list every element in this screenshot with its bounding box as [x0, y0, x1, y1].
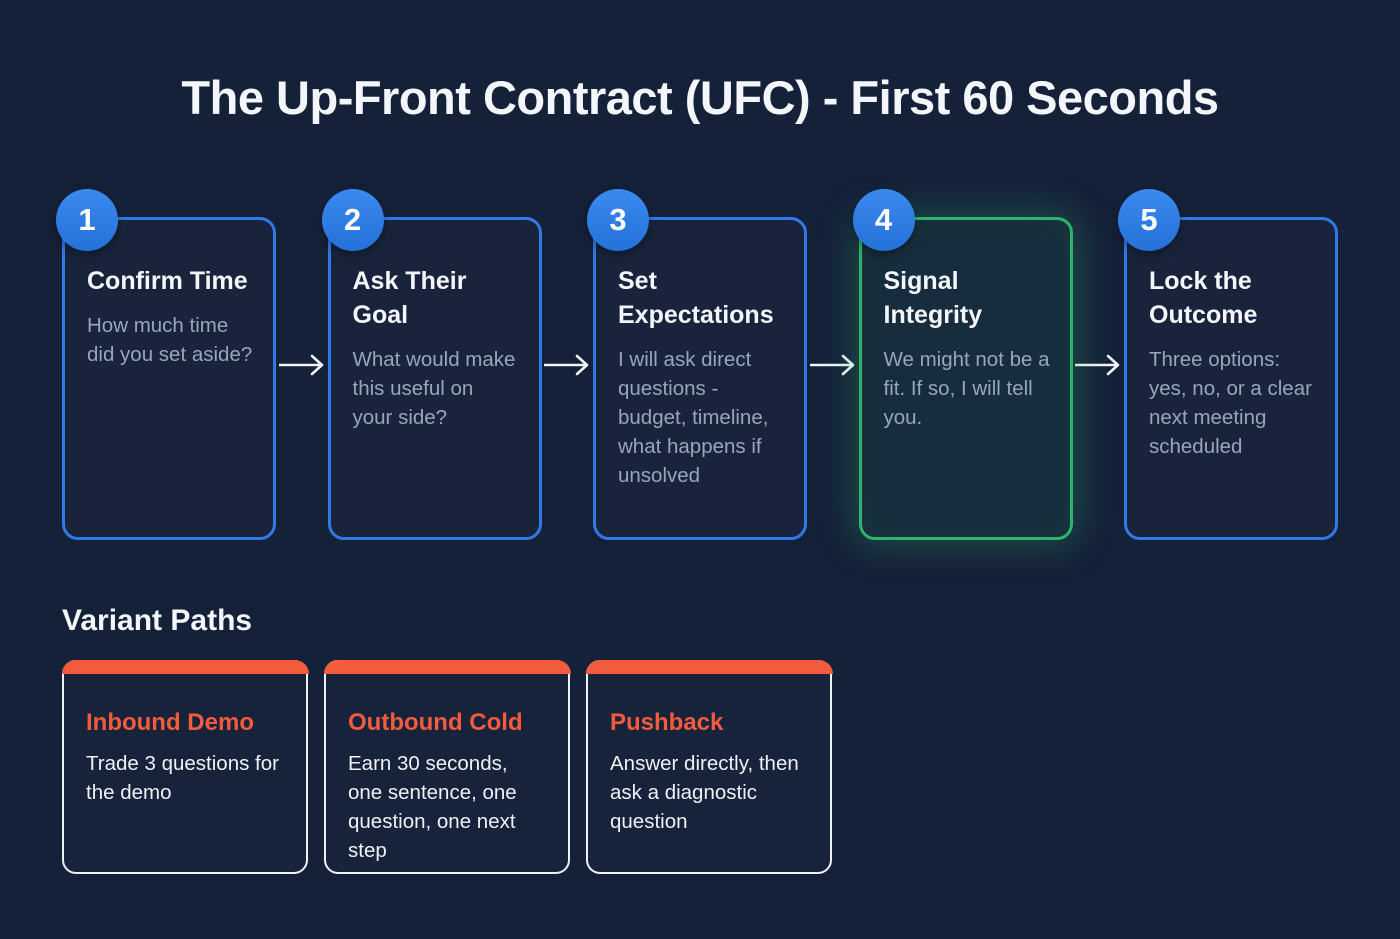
step-card: 2 Ask Their Goal What would make this us… [321, 189, 542, 540]
variant-card-body: Earn 30 seconds, one sentence, one quest… [348, 752, 517, 862]
step-title: Ask Their Goal [352, 267, 467, 329]
step-connector [276, 352, 328, 378]
variant-card-title: Pushback [610, 709, 724, 736]
arrow-right-icon [809, 354, 855, 376]
step-body: I will ask direct questions - budget, ti… [618, 348, 769, 487]
step-card: 4 Signal Integrity We might not be a fit… [852, 189, 1073, 540]
step-number-badge: 5 [1118, 189, 1180, 251]
variant-card-body: Answer directly, then ask a diagnostic q… [610, 752, 799, 833]
step-number-badge: 4 [852, 189, 915, 251]
variant-card: Inbound Demo Trade 3 questions for the d… [61, 659, 309, 874]
variant-card: Pushback Answer directly, then ask a dia… [585, 659, 833, 874]
step-body: How much time did you set aside? [87, 314, 253, 366]
step-title: Confirm Time [87, 267, 248, 295]
step-body: Three options: yes, no, or a clear next … [1149, 348, 1312, 458]
step-card: 3 Set Expectations I will ask direct que… [587, 189, 807, 540]
step-title: Lock the Outcome [1149, 267, 1258, 329]
step-title: Set Expectations [618, 267, 774, 329]
variant-card-accent-bar [61, 659, 309, 674]
step-connector [807, 352, 859, 378]
page-title: The Up-Front Contract (UFC) - First 60 S… [181, 71, 1219, 124]
step-number-badge: 1 [56, 189, 118, 251]
variant-card-title: Inbound Demo [86, 709, 254, 736]
variant-card-title: Outbound Cold [348, 709, 523, 736]
step-connector [1073, 352, 1125, 378]
step-number-badge: 3 [587, 189, 649, 251]
variant-card-accent-bar [585, 659, 833, 674]
step-card: 1 Confirm Time How much time did you set… [56, 189, 276, 540]
variant-paths-heading: Variant Paths [62, 604, 253, 637]
variant-card: Outbound Cold Earn 30 seconds, one sente… [323, 659, 571, 874]
step-card: 5 Lock the Outcome Three options: yes, n… [1118, 189, 1338, 540]
arrow-right-icon [1075, 354, 1120, 376]
variant-card-accent-bar [323, 659, 571, 674]
step-title: Signal Integrity [883, 267, 983, 329]
step-body: We might not be a fit. If so, I will tel… [883, 348, 1050, 429]
steps-row: 1 Confirm Time How much time did you set… [56, 189, 1338, 540]
variant-paths-row: Inbound Demo Trade 3 questions for the d… [61, 659, 833, 874]
step-body: What would make this useful on your side… [352, 348, 516, 429]
step-number-badge: 2 [321, 189, 384, 251]
step-connector [542, 352, 594, 378]
arrow-right-icon [544, 354, 589, 376]
arrow-right-icon [278, 354, 324, 376]
variant-card-body: Trade 3 questions for the demo [86, 752, 279, 804]
